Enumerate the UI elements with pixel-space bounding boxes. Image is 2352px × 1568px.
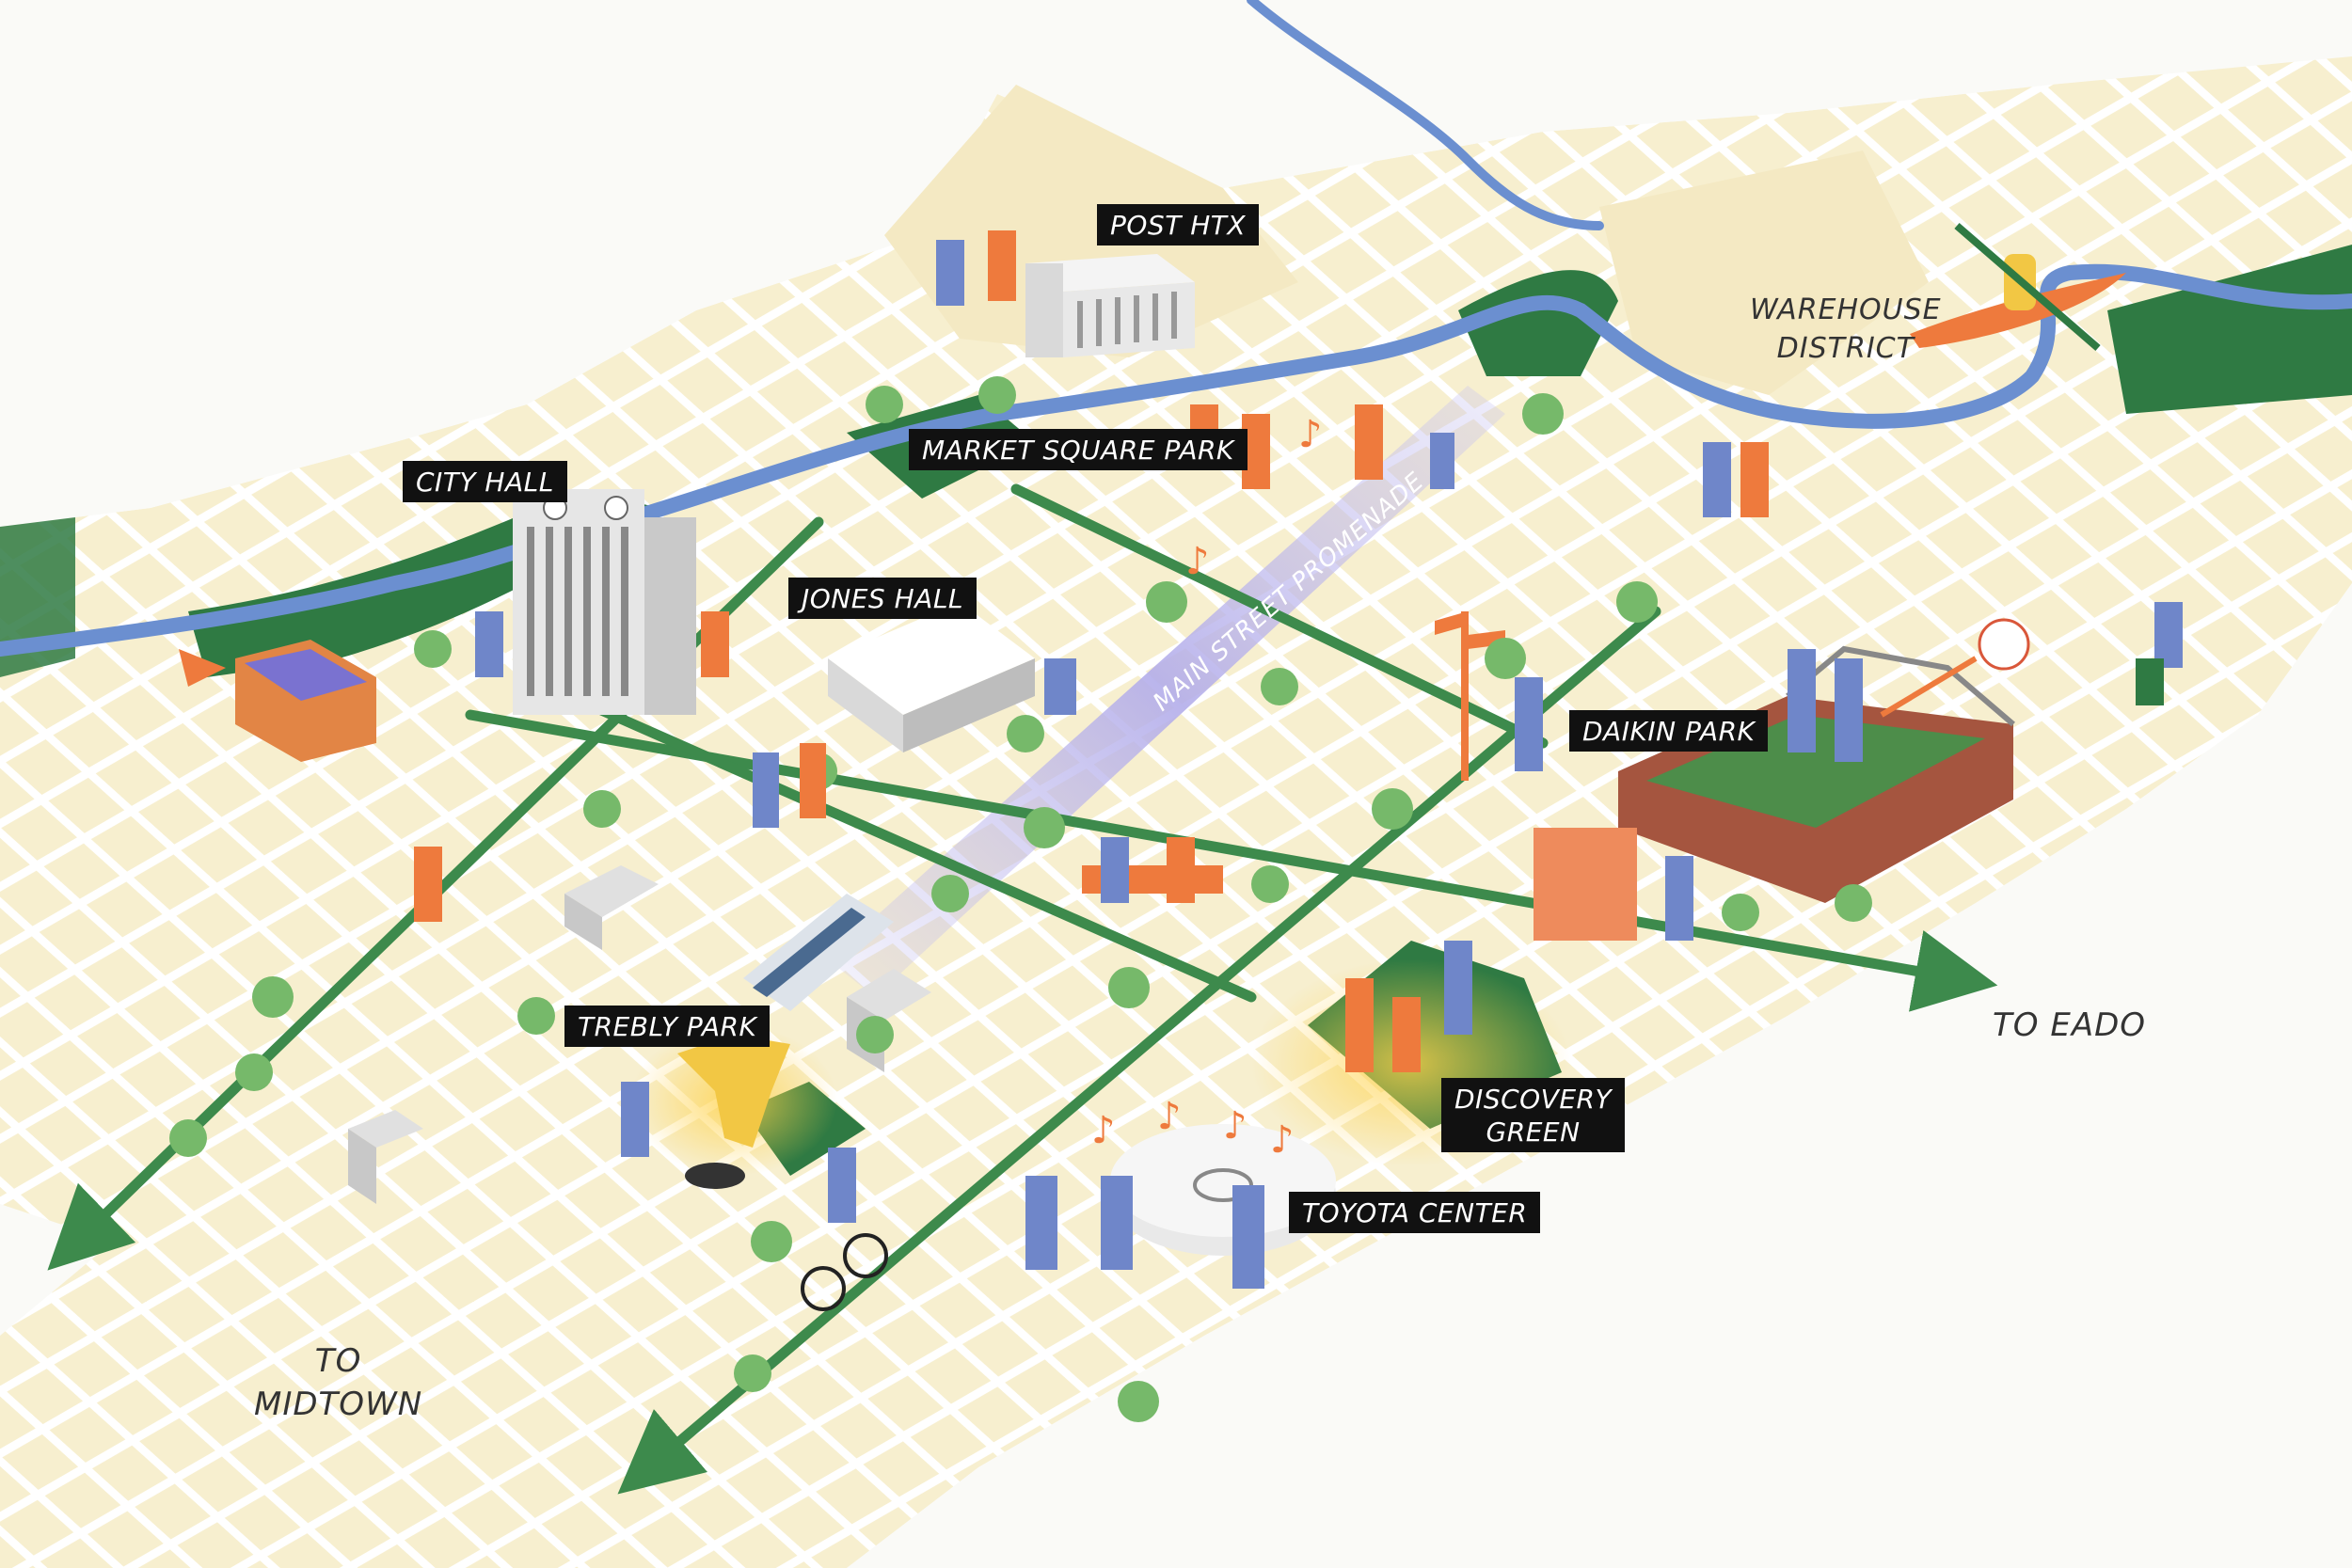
- to-midtown-line1: TO: [314, 1342, 362, 1380]
- to-eado-label: TO EADO: [1993, 1006, 2147, 1044]
- discovery-green-label: DISCOVERY GREEN: [1441, 1078, 1626, 1152]
- bayou-greenway: [2107, 245, 2352, 414]
- to-midtown-line2: MIDTOWN: [254, 1385, 423, 1423]
- downtown-land: [0, 38, 2352, 1568]
- bayou-greenway: [1458, 270, 1618, 376]
- trebly-park-canopy: [677, 1035, 790, 1148]
- art-car-icon: [179, 640, 376, 762]
- svg-text:♪: ♪: [1091, 1109, 1116, 1152]
- toyota-center-label: TOYOTA CENTER: [1289, 1192, 1541, 1233]
- svg-text:♪: ♪: [1157, 1095, 1182, 1138]
- svg-text:♪: ♪: [1298, 413, 1323, 456]
- city-hall-label: CITY HALL: [403, 461, 567, 502]
- to-midtown-label: TO MIDTOWN: [254, 1340, 422, 1427]
- trebly-park-label: TREBLY PARK: [564, 1006, 771, 1047]
- dog-icon: [685, 1163, 745, 1189]
- southeast-open-area: [847, 583, 2352, 1568]
- white-oak-river: [1247, 0, 1604, 230]
- discovery-green-label-line2: GREEN: [1486, 1117, 1581, 1148]
- food-kiosk-icon: [1534, 828, 1637, 941]
- market-square-park-label: MARKET SQUARE PARK: [909, 429, 1248, 470]
- main-street-promenade: [828, 386, 1505, 997]
- post-htx-label: POST HTX: [1097, 204, 1260, 245]
- discovery-green-label-line1: DISCOVERY: [1454, 1084, 1613, 1115]
- post-htx-building-icon: [1025, 254, 1195, 357]
- svg-text:♪: ♪: [1185, 540, 1210, 583]
- jones-hall-building-icon: [828, 602, 1035, 752]
- buffalo-bayou-river: [0, 263, 2352, 657]
- north-land-patch: [1599, 150, 1929, 395]
- north-open-area: [0, 0, 2352, 527]
- person-icon: [414, 230, 2183, 1289]
- svg-text:♪: ♪: [1223, 1104, 1248, 1148]
- kayak-icon: [1910, 222, 2126, 352]
- baseball-icon: [1880, 618, 2030, 718]
- daikin-park-label: DAIKIN PARK: [1569, 710, 1769, 752]
- warehouse-district-line2: DISTRICT: [1776, 331, 1915, 365]
- jones-hall-label: JONES HALL: [788, 578, 977, 619]
- svg-text:♪: ♪: [1270, 1118, 1295, 1162]
- bicycle-icon: [801, 1233, 888, 1311]
- streetcar-icon: [743, 894, 894, 1011]
- warehouse-district-label: WAREHOUSE DISTRICT: [1750, 292, 1942, 368]
- city-hall-building-icon: [513, 489, 696, 715]
- music-note-icon: ♪ ♪ ♪ ♪ ♪ ♪: [1091, 413, 1323, 1162]
- toyota-center-building-icon: [1110, 1124, 1336, 1256]
- warehouse-district-line1: WAREHOUSE: [1750, 293, 1942, 326]
